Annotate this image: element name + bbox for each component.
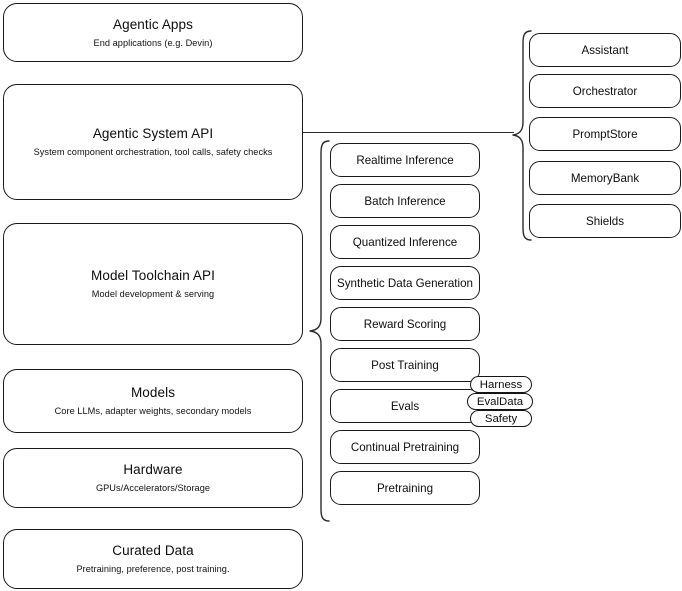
layer-box-models[interactable]: Models Core LLMs, adapter weights, secon…: [3, 369, 303, 433]
evals-pill-harness[interactable]: Harness: [470, 376, 532, 393]
component-box-promptstore[interactable]: PromptStore: [529, 117, 681, 151]
connector-system-api-to-components: [303, 132, 514, 134]
component-label: Assistant: [581, 43, 629, 57]
component-box-shields[interactable]: Shields: [529, 204, 681, 238]
layer-title: Model Toolchain API: [91, 268, 215, 284]
component-box-assistant[interactable]: Assistant: [529, 33, 681, 67]
capability-label: Quantized Inference: [352, 235, 458, 249]
evals-pill-label: Safety: [484, 412, 518, 425]
brace-system-components: [512, 30, 532, 242]
capability-label: Continual Pretraining: [350, 440, 460, 454]
layer-box-agentic-system-api[interactable]: Agentic System API System component orch…: [3, 84, 303, 200]
capability-label: Post Training: [371, 358, 439, 372]
capability-box-pretraining[interactable]: Pretraining: [330, 471, 480, 505]
capability-box-synthetic-data-generation[interactable]: Synthetic Data Generation: [330, 266, 480, 300]
layer-box-agentic-apps[interactable]: Agentic Apps End applications (e.g. Devi…: [3, 3, 303, 62]
layer-box-curated-data[interactable]: Curated Data Pretraining, preference, po…: [3, 529, 303, 589]
evals-pill-label: EvalData: [476, 395, 524, 408]
layer-subtitle: System component orchestration, tool cal…: [33, 147, 273, 158]
capability-label: Realtime Inference: [356, 153, 454, 167]
layer-title: Hardware: [123, 462, 183, 478]
layer-title: Agentic System API: [92, 126, 214, 142]
capability-label: Batch Inference: [364, 194, 446, 208]
capability-box-realtime-inference[interactable]: Realtime Inference: [330, 143, 480, 177]
brace-toolchain-capabilities: [308, 140, 330, 522]
component-box-orchestrator[interactable]: Orchestrator: [529, 74, 681, 108]
evals-pill-safety[interactable]: Safety: [470, 410, 532, 427]
capability-box-evals[interactable]: Evals: [330, 389, 480, 423]
capability-box-post-training[interactable]: Post Training: [330, 348, 480, 382]
capability-label: Synthetic Data Generation: [337, 276, 473, 290]
capability-box-reward-scoring[interactable]: Reward Scoring: [330, 307, 480, 341]
layer-subtitle: End applications (e.g. Devin): [93, 37, 213, 48]
component-box-memorybank[interactable]: MemoryBank: [529, 161, 681, 195]
capability-box-batch-inference[interactable]: Batch Inference: [330, 184, 480, 218]
capability-label: Pretraining: [376, 481, 434, 495]
evals-pill-label: Harness: [479, 378, 523, 391]
layer-title: Curated Data: [112, 543, 194, 559]
component-label: MemoryBank: [570, 171, 640, 185]
component-label: PromptStore: [572, 127, 638, 141]
layer-title: Models: [130, 385, 176, 401]
layer-subtitle: GPUs/Accelerators/Storage: [95, 483, 211, 494]
capability-label: Reward Scoring: [363, 317, 447, 331]
capability-label: Evals: [390, 399, 420, 413]
layer-box-model-toolchain-api[interactable]: Model Toolchain API Model development & …: [3, 223, 303, 345]
component-label: Orchestrator: [572, 84, 638, 98]
layer-title: Agentic Apps: [112, 16, 193, 32]
capability-box-quantized-inference[interactable]: Quantized Inference: [330, 225, 480, 259]
capability-box-continual-pretraining[interactable]: Continual Pretraining: [330, 430, 480, 464]
layer-subtitle: Core LLMs, adapter weights, secondary mo…: [54, 406, 252, 417]
layer-subtitle: Pretraining, preference, post training.: [76, 564, 230, 575]
evals-pill-evaldata[interactable]: EvalData: [467, 393, 533, 410]
component-label: Shields: [585, 214, 625, 228]
layer-box-hardware[interactable]: Hardware GPUs/Accelerators/Storage: [3, 448, 303, 508]
layer-subtitle: Model development & serving: [91, 289, 215, 300]
